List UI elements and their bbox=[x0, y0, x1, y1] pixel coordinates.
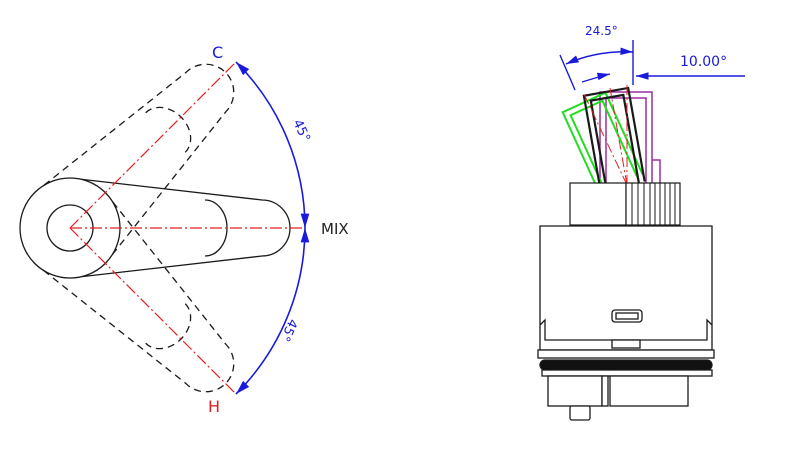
label-mix: MIX bbox=[321, 220, 349, 238]
angle-label-lower: 45° bbox=[277, 316, 300, 343]
handle-rotation-view: C MIX H 45° 45° bbox=[19, 36, 349, 420]
label-cold: C bbox=[212, 43, 223, 62]
cartridge-body bbox=[537, 225, 715, 421]
angle-label-tilt: 24.5° bbox=[585, 24, 618, 38]
lever-centerlines bbox=[582, 85, 628, 186]
angle-label-upper: 45° bbox=[289, 117, 312, 144]
label-hot: H bbox=[208, 397, 220, 416]
stem bbox=[569, 182, 681, 226]
angle-label-offset: 10.00° bbox=[680, 54, 727, 70]
lever-reference bbox=[599, 91, 661, 185]
tilt-dimensions bbox=[559, 40, 745, 91]
cartridge-side-view: 24.5° 10.00° bbox=[537, 24, 745, 421]
lever-offset bbox=[582, 86, 646, 190]
centerlines bbox=[69, 61, 305, 395]
angle-dimension-arcs bbox=[235, 61, 310, 395]
